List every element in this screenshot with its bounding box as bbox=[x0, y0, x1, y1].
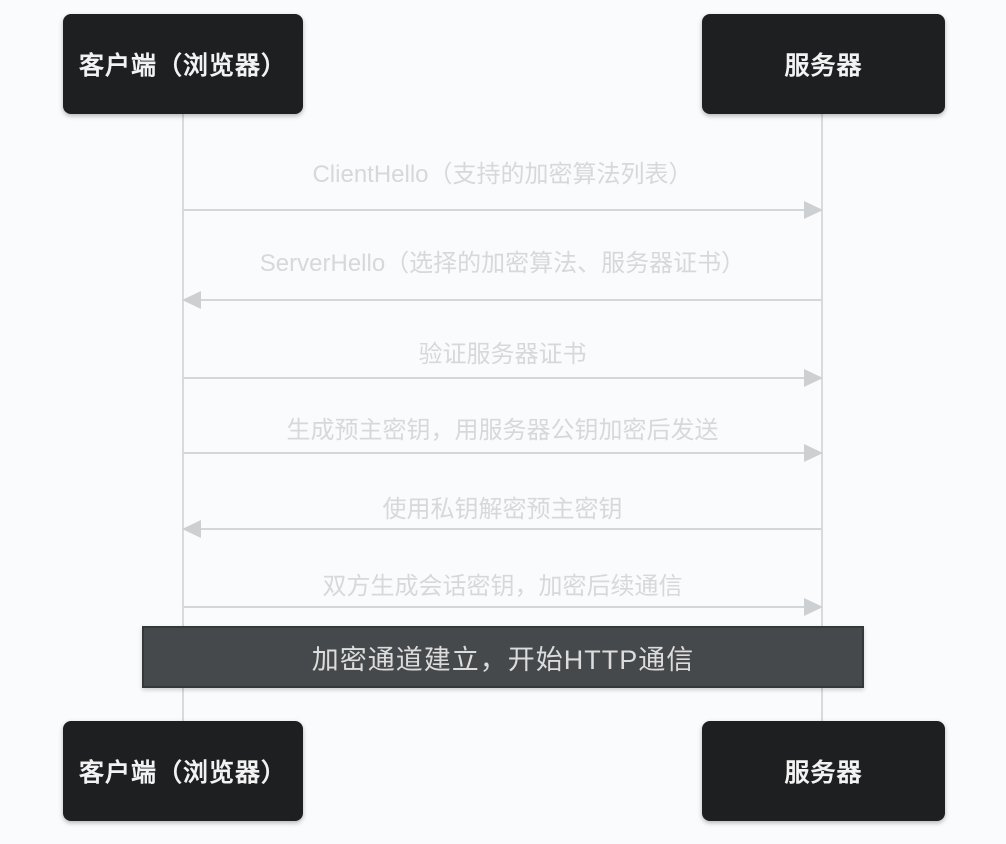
actor-client-bottom-label: 客户端（浏览器） bbox=[78, 759, 287, 787]
message-label-clienthello: ClientHello（支持的加密算法列表） bbox=[312, 161, 693, 188]
actor-client-bottom: 客户端（浏览器） bbox=[63, 721, 303, 821]
message-arrow-right bbox=[183, 444, 823, 462]
actor-server-top-label: 服务器 bbox=[784, 52, 863, 80]
actor-client-top: 客户端（浏览器） bbox=[63, 14, 303, 114]
message-label-verify-certificate: 验证服务器证书 bbox=[418, 341, 587, 368]
actor-server-top: 服务器 bbox=[702, 14, 945, 114]
note-encrypted-channel: 加密通道建立，开始HTTP通信 bbox=[142, 626, 864, 688]
actor-client-top-label: 客户端（浏览器） bbox=[78, 52, 287, 80]
message-arrow-left bbox=[182, 520, 822, 538]
actor-server-bottom: 服务器 bbox=[702, 721, 945, 821]
message-label-session-key: 双方生成会话密钥，加密后续通信 bbox=[322, 573, 683, 600]
message-arrow-left bbox=[182, 291, 822, 309]
message-label-decrypt-premaster: 使用私钥解密预主密钥 bbox=[382, 496, 623, 523]
actor-server-bottom-label: 服务器 bbox=[784, 759, 863, 787]
message-label-premaster-key: 生成预主密钥，用服务器公钥加密后发送 bbox=[286, 417, 719, 444]
note-encrypted-channel-label: 加密通道建立，开始HTTP通信 bbox=[311, 644, 695, 675]
message-arrow-right bbox=[183, 201, 823, 219]
message-label-serverhello: ServerHello（选择的加密算法、服务器证书） bbox=[259, 250, 746, 277]
message-arrow-right bbox=[183, 369, 823, 387]
server-lifeline bbox=[821, 114, 823, 722]
client-lifeline bbox=[182, 114, 184, 722]
message-arrow-right bbox=[183, 598, 823, 616]
